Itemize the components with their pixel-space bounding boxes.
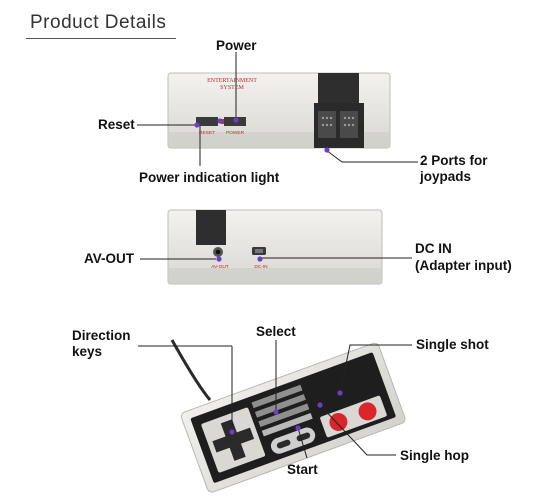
power-label: Power — [216, 38, 257, 53]
body-text-2: SYSTEM — [220, 85, 244, 91]
power-light-label: Power indication light — [139, 170, 280, 185]
reset-label: Reset — [98, 117, 135, 132]
direction-label-line2: keys — [72, 344, 103, 359]
console-back-view: AV-OUT DC-IN — [167, 209, 383, 285]
start-label: Start — [287, 462, 318, 477]
b-button — [329, 413, 348, 432]
av-out-label: AV-OUT — [84, 251, 134, 266]
power-button-text: POWER — [226, 130, 245, 136]
console-top-view: ENTERTAINMENT SYSTEM RESET POWER — [167, 72, 391, 149]
callout-lines — [137, 52, 418, 459]
dark-cover — [318, 73, 359, 105]
page-title: Product Details — [30, 12, 167, 33]
select-button — [276, 439, 291, 449]
select-label: Select — [256, 324, 296, 339]
body-text-1: ENTERTAINMENT — [207, 78, 257, 84]
ports-label-line1: 2 Ports for — [420, 153, 488, 168]
a-button — [358, 402, 377, 421]
av-port-text: AV-OUT — [211, 264, 229, 270]
title-underline — [26, 38, 176, 39]
single-shot-label: Single shot — [416, 337, 489, 352]
reset-button-text: RESET — [199, 130, 215, 136]
start-button — [296, 432, 311, 442]
controller-cable — [170, 339, 212, 401]
reset-button — [196, 117, 218, 126]
single-hop-label: Single hop — [400, 448, 469, 463]
ports-label-line2: joypads — [420, 169, 472, 184]
direction-label-line1: Direction — [72, 328, 131, 343]
dc-in-label-line1: DC IN — [415, 241, 452, 256]
dc-in-label-line2: (Adapter input) — [415, 258, 512, 273]
dpad-horizontal — [212, 427, 255, 453]
dc-port-text: DC-IN — [254, 264, 268, 270]
callout-markers — [194, 117, 343, 435]
controller-view — [170, 339, 406, 493]
back-dark-cover — [196, 210, 226, 245]
